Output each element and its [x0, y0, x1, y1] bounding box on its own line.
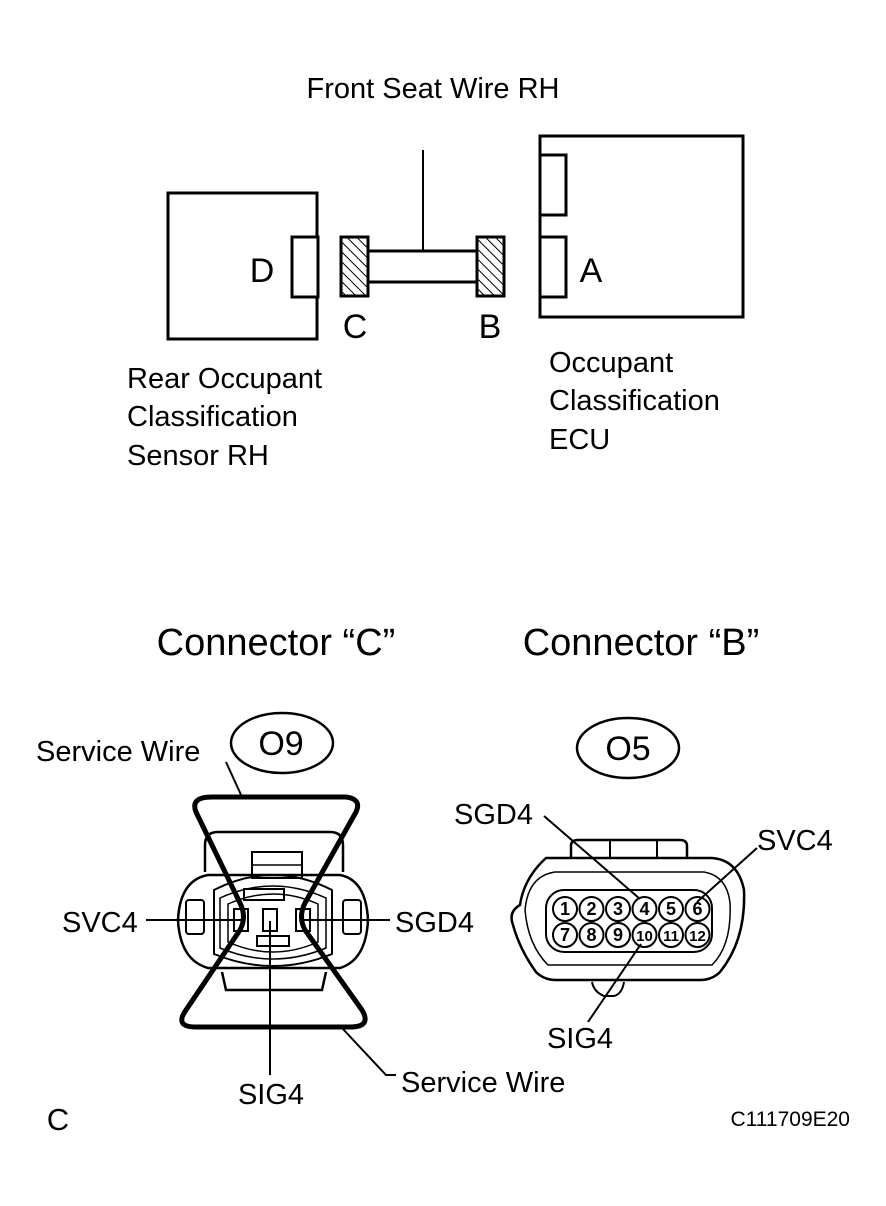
connector-b-pin — [631, 896, 658, 922]
harness-connector-c — [339, 235, 370, 298]
connector-b-pin — [658, 922, 684, 948]
connector-c-code: O9 — [258, 725, 303, 763]
connector-b-pin — [578, 896, 605, 922]
harness-end-c-letter: C — [343, 308, 368, 346]
connector-c-service-wire-top-leader — [225, 761, 243, 798]
ecu-name-line: ECU — [549, 424, 610, 456]
sensor-connector-letter: D — [250, 252, 275, 290]
connector-c-service-wire-top-label: Service Wire — [36, 736, 200, 768]
connector-b-pin-number: 12 — [689, 928, 706, 945]
connector-c-service-wire-bottom-leader — [341, 1027, 396, 1076]
connector-b-pin — [684, 896, 711, 922]
ecu-box — [538, 134, 745, 319]
connector-b-pin-number: 5 — [666, 899, 676, 919]
connector-c-service-wire — [179, 794, 368, 1030]
ecu-connector-upper — [538, 153, 568, 217]
ecu-name-line: Occupant — [549, 347, 673, 379]
connector-b-pin — [552, 896, 578, 922]
connector-b-pin — [605, 922, 631, 948]
connector-b-pin — [684, 922, 711, 948]
connector-b-pin — [552, 922, 578, 948]
harness-end-b-letter: B — [479, 308, 502, 346]
connector-b-housing — [510, 838, 746, 997]
connector-c-sig4-label: SIG4 — [238, 1079, 304, 1111]
connector-c-code-oval — [229, 711, 335, 775]
connector-b-pin — [578, 922, 605, 948]
harness-label: Front Seat Wire RH — [307, 73, 560, 105]
connector-b-pin-number: 3 — [613, 899, 623, 919]
connector-b-pin-number: 11 — [663, 928, 679, 945]
corner-letter: C — [47, 1102, 69, 1137]
connector-c-sgd4-label: SGD4 — [395, 907, 474, 939]
sensor-name-line: Rear Occupant — [127, 363, 322, 395]
connector-b-pin-number: 8 — [586, 925, 596, 945]
connector-b-pin-number: 2 — [586, 899, 596, 919]
connector-c-housing — [176, 830, 370, 992]
ecu-connector-a — [538, 235, 568, 299]
connector-b-pin-number: 1 — [560, 899, 570, 919]
connector-b-pin — [631, 922, 658, 948]
connector-b-code: O5 — [605, 730, 650, 768]
connector-c-title: Connector “C” — [157, 622, 396, 664]
ecu-name-line: Classification — [549, 385, 720, 417]
connector-c-svc4-label: SVC4 — [62, 907, 138, 939]
harness-overview: Front Seat Wire RH D C B A Rear Occupant… — [127, 73, 745, 472]
harness-connector-b — [475, 235, 506, 298]
connector-b-pin-number: 10 — [636, 928, 653, 945]
sensor-connector-d — [290, 235, 320, 299]
harness-cable — [366, 249, 479, 284]
connector-b-code-oval — [575, 716, 681, 780]
connector-b-sgd4-leader — [543, 815, 641, 900]
connector-b-svc4-leader — [696, 847, 758, 903]
connector-b-sgd4-label: SGD4 — [454, 799, 533, 831]
sensor-name: Rear Occupant Classification Sensor RH — [127, 363, 330, 472]
connector-b-title: Connector “B” — [523, 622, 760, 664]
connector-b-pin-number: 9 — [613, 925, 623, 945]
sensor-name-line: Sensor RH — [127, 440, 269, 472]
connector-c-service-wire-bottom-label: Service Wire — [401, 1067, 565, 1099]
connector-b-svc4-label: SVC4 — [757, 825, 833, 857]
connector-b-pin-number: 6 — [692, 899, 702, 919]
connector-b-pin — [605, 896, 631, 922]
connector-b-pin-number: 4 — [639, 899, 649, 919]
connector-c-view: Connector “C” O9 S — [36, 622, 565, 1111]
connector-b-pin — [658, 896, 684, 922]
ecu-name: Occupant Classification ECU — [549, 347, 728, 456]
connector-b-sig4-leader — [587, 943, 642, 1023]
ecu-connector-letter: A — [580, 252, 603, 290]
figure-code: C111709E20 — [731, 1108, 851, 1131]
connector-b-sig4-label: SIG4 — [547, 1023, 613, 1055]
connector-b-pin-number: 7 — [560, 925, 570, 945]
sensor-name-line: Classification — [127, 401, 298, 433]
